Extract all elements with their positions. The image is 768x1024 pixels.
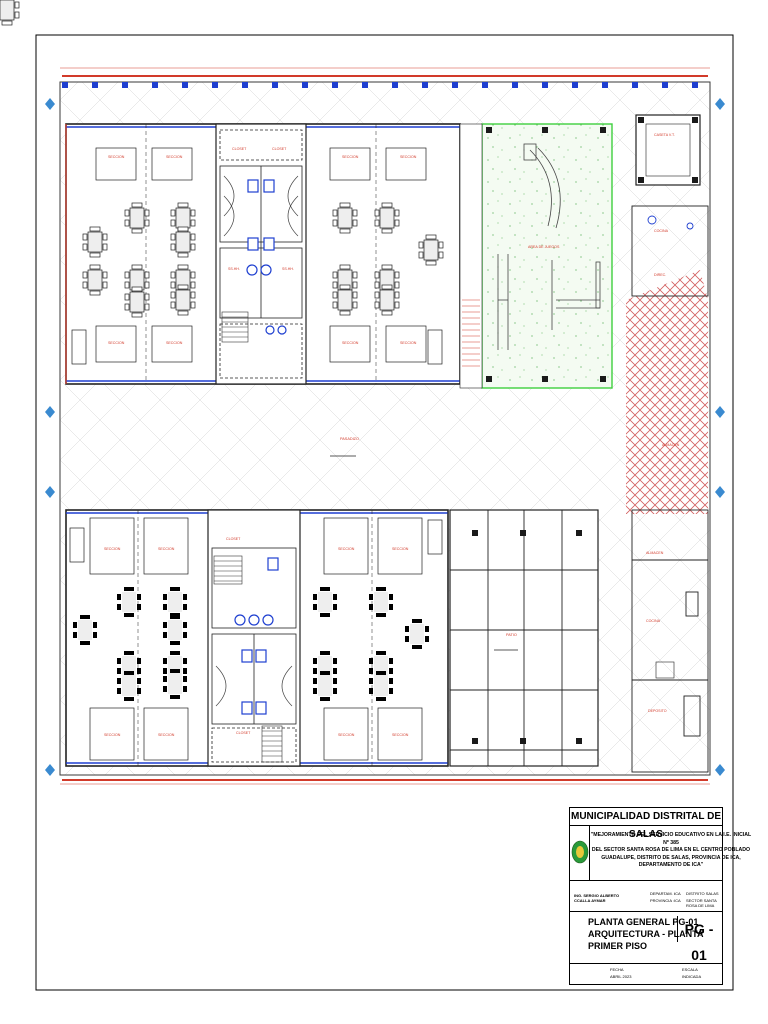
room-label-seccion: SECCION: [400, 341, 417, 345]
play-area: AREA DE JUEGOS: [459, 123, 613, 389]
room-label: ALMACEN: [662, 443, 680, 447]
room-label-seccion: SECCION: [338, 733, 355, 737]
room-label-juegos: AREA DE JUEGOS: [528, 245, 560, 249]
date-value: ABRIL 2023: [610, 974, 632, 979]
patio: PATIO: [449, 509, 599, 767]
date-label: FECHA: [610, 967, 624, 972]
bottom-left-block: [65, 509, 449, 767]
project-description: "MEJORAMIENTO DEL SERVICIO EDUCATIVO EN …: [590, 832, 752, 880]
title-block: MUNICIPALIDAD DISTRITAL DE SALAS "MEJORA…: [569, 807, 751, 986]
room-label-closet: CLOSET: [236, 731, 251, 735]
departamento-label: DEPARTAM. :: [650, 891, 675, 896]
room-label-seccion: SECCION: [158, 547, 175, 551]
project-line: DEPARTAMENTO DE ICA": [638, 862, 704, 868]
room-label-seccion: SECCION: [104, 547, 121, 551]
room-label-closet: CLOSET: [232, 147, 247, 151]
distrito-label: DISTRITO SALAS: [686, 891, 719, 896]
sheet-title-row: PLANTA GENERAL PG-01 ARQUITECTURA - PLAN…: [570, 912, 722, 964]
room-label-seccion: SECCION: [400, 155, 417, 159]
room-label-seccion: SECCION: [158, 733, 175, 737]
corridor-label: PASADIZO: [340, 437, 359, 441]
classroom-tables-top: [0, 0, 444, 318]
provincia-label: PROVINCIA :: [650, 898, 675, 903]
localidad: SECTOR SANTA ROSA DE LIMA: [686, 898, 717, 908]
room-label-seccion: SECCION: [108, 155, 125, 159]
room-label-seccion: SECCION: [104, 733, 121, 737]
project-line: DEL SECTOR SANTA ROSA DE LIMA EN EL CENT…: [591, 847, 751, 853]
right-service-rooms: [631, 205, 709, 773]
room-label-seccion: SECCION: [166, 341, 183, 345]
grid-axis-markers: [45, 98, 725, 776]
room-label: DIREC.: [654, 273, 666, 277]
room-label-closet: CLOSET: [226, 537, 241, 541]
room-label-caseta: CASETA V.T.: [654, 133, 675, 137]
plan-title-line-2: ARQUITECTURA - PLANTA PRIMER PISO: [588, 929, 704, 951]
room-label: COCINA: [646, 619, 661, 623]
room-label-sshh: SS.HH.: [282, 267, 294, 271]
departamento-value: ICA: [674, 891, 681, 896]
room-label-seccion: SECCION: [338, 547, 355, 551]
room-label: ALMACEN: [646, 551, 664, 555]
provincia-value: ICA: [674, 898, 681, 903]
room-label-seccion: SECCION: [166, 155, 183, 159]
room-label-seccion: SECCION: [342, 341, 359, 345]
top-left-block: [65, 123, 461, 385]
ramp-hatch: [626, 270, 708, 500]
plan-title: PLANTA GENERAL PG-01 ARQUITECTURA - PLAN…: [588, 916, 722, 952]
project-line: "MEJORAMIENTO DEL SERVICIO EDUCATIVO EN …: [590, 832, 752, 846]
room-label-patio: PATIO: [506, 633, 517, 637]
room-label-seccion: SECCION: [342, 155, 359, 159]
engineer-location-row: ING. SERGIO ALBERTO CCALLA AYMAR DEPARTA…: [570, 880, 722, 912]
entity-name: MUNICIPALIDAD DISTRITAL DE SALAS: [570, 808, 722, 840]
plan-title-line-1: PLANTA GENERAL PG-01: [588, 917, 699, 927]
room-label-closet: CLOSET: [272, 147, 287, 151]
scale-value: INDICADA: [682, 974, 702, 979]
sheet-code: PG - 01: [677, 916, 720, 963]
room-label-seccion: SECCION: [392, 547, 409, 551]
project-line: GUADALUPE, DISTRITO DE SALAS, PROVINCIA …: [601, 854, 741, 861]
date-scale-row: FECHA ABRIL 2023 ESCALA INDICADA: [570, 964, 722, 986]
room-label-seccion: SECCION: [108, 341, 125, 345]
room-label-seccion: SECCION: [392, 733, 409, 737]
sheet-border: [35, 34, 734, 991]
engineer-name: ING. SERGIO ALBERTO CCALLA AYMAR: [574, 893, 620, 903]
room-label: DEPOSITO: [648, 709, 667, 713]
scale-label: ESCALA: [682, 967, 698, 972]
ramp-hatch-strip: [626, 500, 708, 514]
room-label: COCINA: [654, 229, 669, 233]
municipal-logo: [570, 826, 590, 880]
guard-booth: CASETA V.T.: [635, 114, 701, 186]
room-label-sshh: SS.HH.: [228, 267, 240, 271]
perimeter-columns: [62, 82, 698, 88]
